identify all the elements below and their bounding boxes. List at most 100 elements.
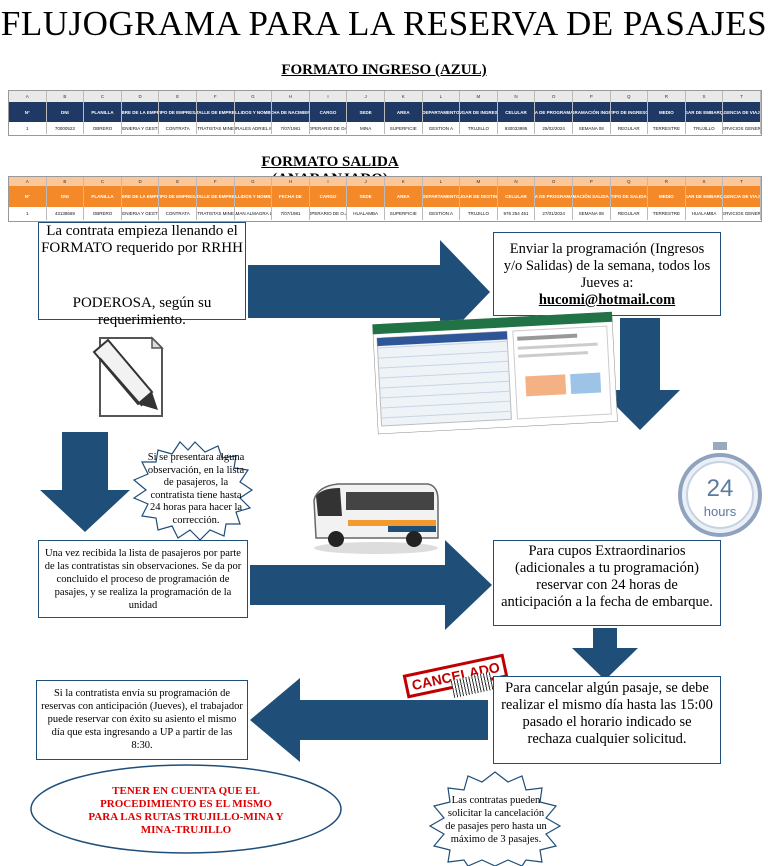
ingreso-row-cell: RCL INGENIERIA Y GESTION SAC	[122, 122, 160, 134]
ingreso-headers-cell: PROGRAMACIÓN INGRESO	[573, 102, 611, 122]
salida-row-cell: SEMANA 08	[573, 207, 611, 220]
ingreso-letters-cell: L	[423, 91, 461, 102]
salida-row-cell: 976 254 451	[498, 207, 536, 220]
ingreso-headers-cell: N°	[9, 102, 47, 122]
burst-1-shape	[132, 441, 254, 541]
arrow-down-middle	[572, 628, 638, 680]
ingreso-letters-cell: O	[535, 91, 573, 102]
ingreso-row-cell: SUPERFICIE	[385, 122, 423, 134]
salida-letters-cell: B	[47, 177, 85, 186]
ingreso-row-cell: 70000523	[47, 122, 85, 134]
ingreso-row-cell: CONTRATISTAS MINERAS	[197, 122, 235, 134]
salida-heading-line1: FORMATO SALIDA	[261, 154, 399, 170]
salida-row-cell: OPERARIO DE O.A	[310, 207, 348, 220]
step-early-reservation-box: Si la contratista envía su programación …	[36, 680, 248, 760]
ingreso-row-cell: HUCOMI SERVICIOS GENERALES EIRL	[723, 122, 761, 134]
ingreso-letters-cell: P	[573, 91, 611, 102]
ingreso-row-cell: 930033995	[498, 122, 536, 134]
burst-2-shape	[428, 771, 562, 866]
salida-headers-cell: AGENCIA DE VIAJE	[723, 186, 761, 207]
ingreso-heading: FORMATO INGRESO (AZUL)	[281, 62, 487, 78]
salida-letters-cell: A	[9, 177, 47, 186]
ingreso-letters-cell: K	[385, 91, 423, 102]
box1-line3: PODEROSA, según su	[72, 295, 212, 311]
ingreso-headers-cell: CARGO	[310, 102, 348, 122]
salida-letters-cell: N	[498, 177, 536, 186]
salida-row-cell: HUALAMBA	[686, 207, 724, 220]
step-extraordinary-seats-box: Para cupos Extraordinarios (adicionales …	[493, 540, 721, 626]
note-ellipse-shape	[30, 764, 342, 854]
ingreso-headers-cell: FECHA DE PROGRAMACIÓN	[535, 102, 573, 122]
ingreso-row-cell: TERRESTRE	[648, 122, 686, 134]
salida-headers-cell: TIPO DE SALIDA	[611, 186, 649, 207]
ingreso-headers-cell: DNI	[47, 102, 85, 122]
ingreso-row-cell: 1	[9, 122, 47, 134]
salida-headers-cell: DEPARTAMENTO	[423, 186, 461, 207]
salida-letters-cell: J	[347, 177, 385, 186]
ingreso-headers-cell: FECHA DE NACIMIENTO	[272, 102, 310, 122]
cancellation-limit-note: Las contratas pueden solicitar la cancel…	[445, 795, 547, 845]
step-send-programming-box: Enviar la programación (Ingresos y/o Sal…	[493, 232, 721, 316]
email-link[interactable]: hucomi@hotmail.com	[538, 292, 676, 308]
ingreso-row-cell: MINA	[347, 122, 385, 134]
pencil-paper-icon	[82, 330, 170, 422]
salida-letters-cell: R	[648, 177, 686, 186]
salida-headers-cell: CARGO	[310, 186, 348, 207]
salida-headers-cell: PROGRAMACIÓN SALIDA SABADO	[573, 186, 611, 207]
arrow-down-left	[40, 432, 130, 532]
ingreso-headers-cell: TIPO DE EMPRESA	[159, 102, 197, 122]
ingreso-headers-cell: SEDE	[347, 102, 385, 122]
ingreso-letters-cell: T	[723, 91, 761, 102]
salida-row-cell: REGULAR	[611, 207, 649, 220]
clock-number: 24	[707, 475, 734, 502]
salida-letters-cell: M	[460, 177, 498, 186]
ingreso-row-cell: OBRERO	[84, 122, 122, 134]
box1-line4: requerimiento.	[98, 312, 186, 328]
salida-headers-cell: SEDE	[347, 186, 385, 207]
box2-text: Enviar la programación (Ingresos y/o Sal…	[503, 241, 711, 291]
ingreso-row-cell: SEMANA 08	[573, 122, 611, 134]
salida-headers-cell: NOMBRE DE LA EMPRESA	[122, 186, 160, 207]
salida-row-cell: 43138669	[47, 207, 85, 220]
clock-24-hours-icon: 24 hours	[675, 440, 765, 540]
ingreso-headers-cell: LUGAR DE INGRESO	[460, 102, 498, 122]
salida-row-cell: RCL INGENIERIA Y GESTION SAC	[122, 207, 160, 220]
ingreso-letters-cell: F	[197, 91, 235, 102]
ingreso-letters-cell: Q	[611, 91, 649, 102]
ingreso-headers-cell: NOMBRE DE LA EMPRESA	[122, 102, 160, 122]
salida-letters-cell: T	[723, 177, 761, 186]
ingreso-headers-cell: APELLIDOS Y NOMBRES	[235, 102, 273, 122]
ingreso-headers-cell: CELULAR	[498, 102, 536, 122]
salida-headers-cell: FECHA DE	[272, 186, 310, 207]
salida-row-cell: HUALAMBA	[347, 207, 385, 220]
route-note: TENER EN CUENTA QUE EL PROCEDIMIENTO ES …	[88, 785, 284, 836]
salida-row-cell: OBRERO	[84, 207, 122, 220]
ingreso-row-cell: TRUJILLO	[686, 122, 724, 134]
ingreso-letters-cell: I	[310, 91, 348, 102]
ingreso-headers-cell: DEPARTAMENTO	[423, 102, 461, 122]
ingreso-headers-cell: TIPO DE INGRESO	[611, 102, 649, 122]
salida-row-cell: TERRESTRE	[648, 207, 686, 220]
bus-icon	[308, 476, 443, 556]
ingreso-headers-cell: MEDIO	[648, 102, 686, 122]
salida-headers-cell: N°	[9, 186, 47, 207]
clock-label: hours	[704, 504, 737, 519]
ingreso-letters-cell: H	[272, 91, 310, 102]
ingreso-letters-cell: B	[47, 91, 85, 102]
salida-row-cell: SUPERFICIE	[385, 207, 423, 220]
salida-headers-cell: AREA	[385, 186, 423, 207]
ingreso-letters-cell: A	[9, 91, 47, 102]
ingreso-headers-cell: AREA	[385, 102, 423, 122]
arrow-right-2	[250, 540, 492, 630]
arrow-left	[250, 678, 488, 762]
ingreso-row-cell: REGULAR	[611, 122, 649, 134]
salida-letters-cell: S	[686, 177, 724, 186]
salida-letters-cell: C	[84, 177, 122, 186]
salida-letters-cell: L	[423, 177, 461, 186]
salida-headers-cell: TIPO DE EMPRESA	[159, 186, 197, 207]
salida-row-cell: HUCOMI SERVICIOS GENERALES EIRL	[723, 207, 761, 220]
salida-letters-cell: I	[310, 177, 348, 186]
ingreso-letters-cell: J	[347, 91, 385, 102]
